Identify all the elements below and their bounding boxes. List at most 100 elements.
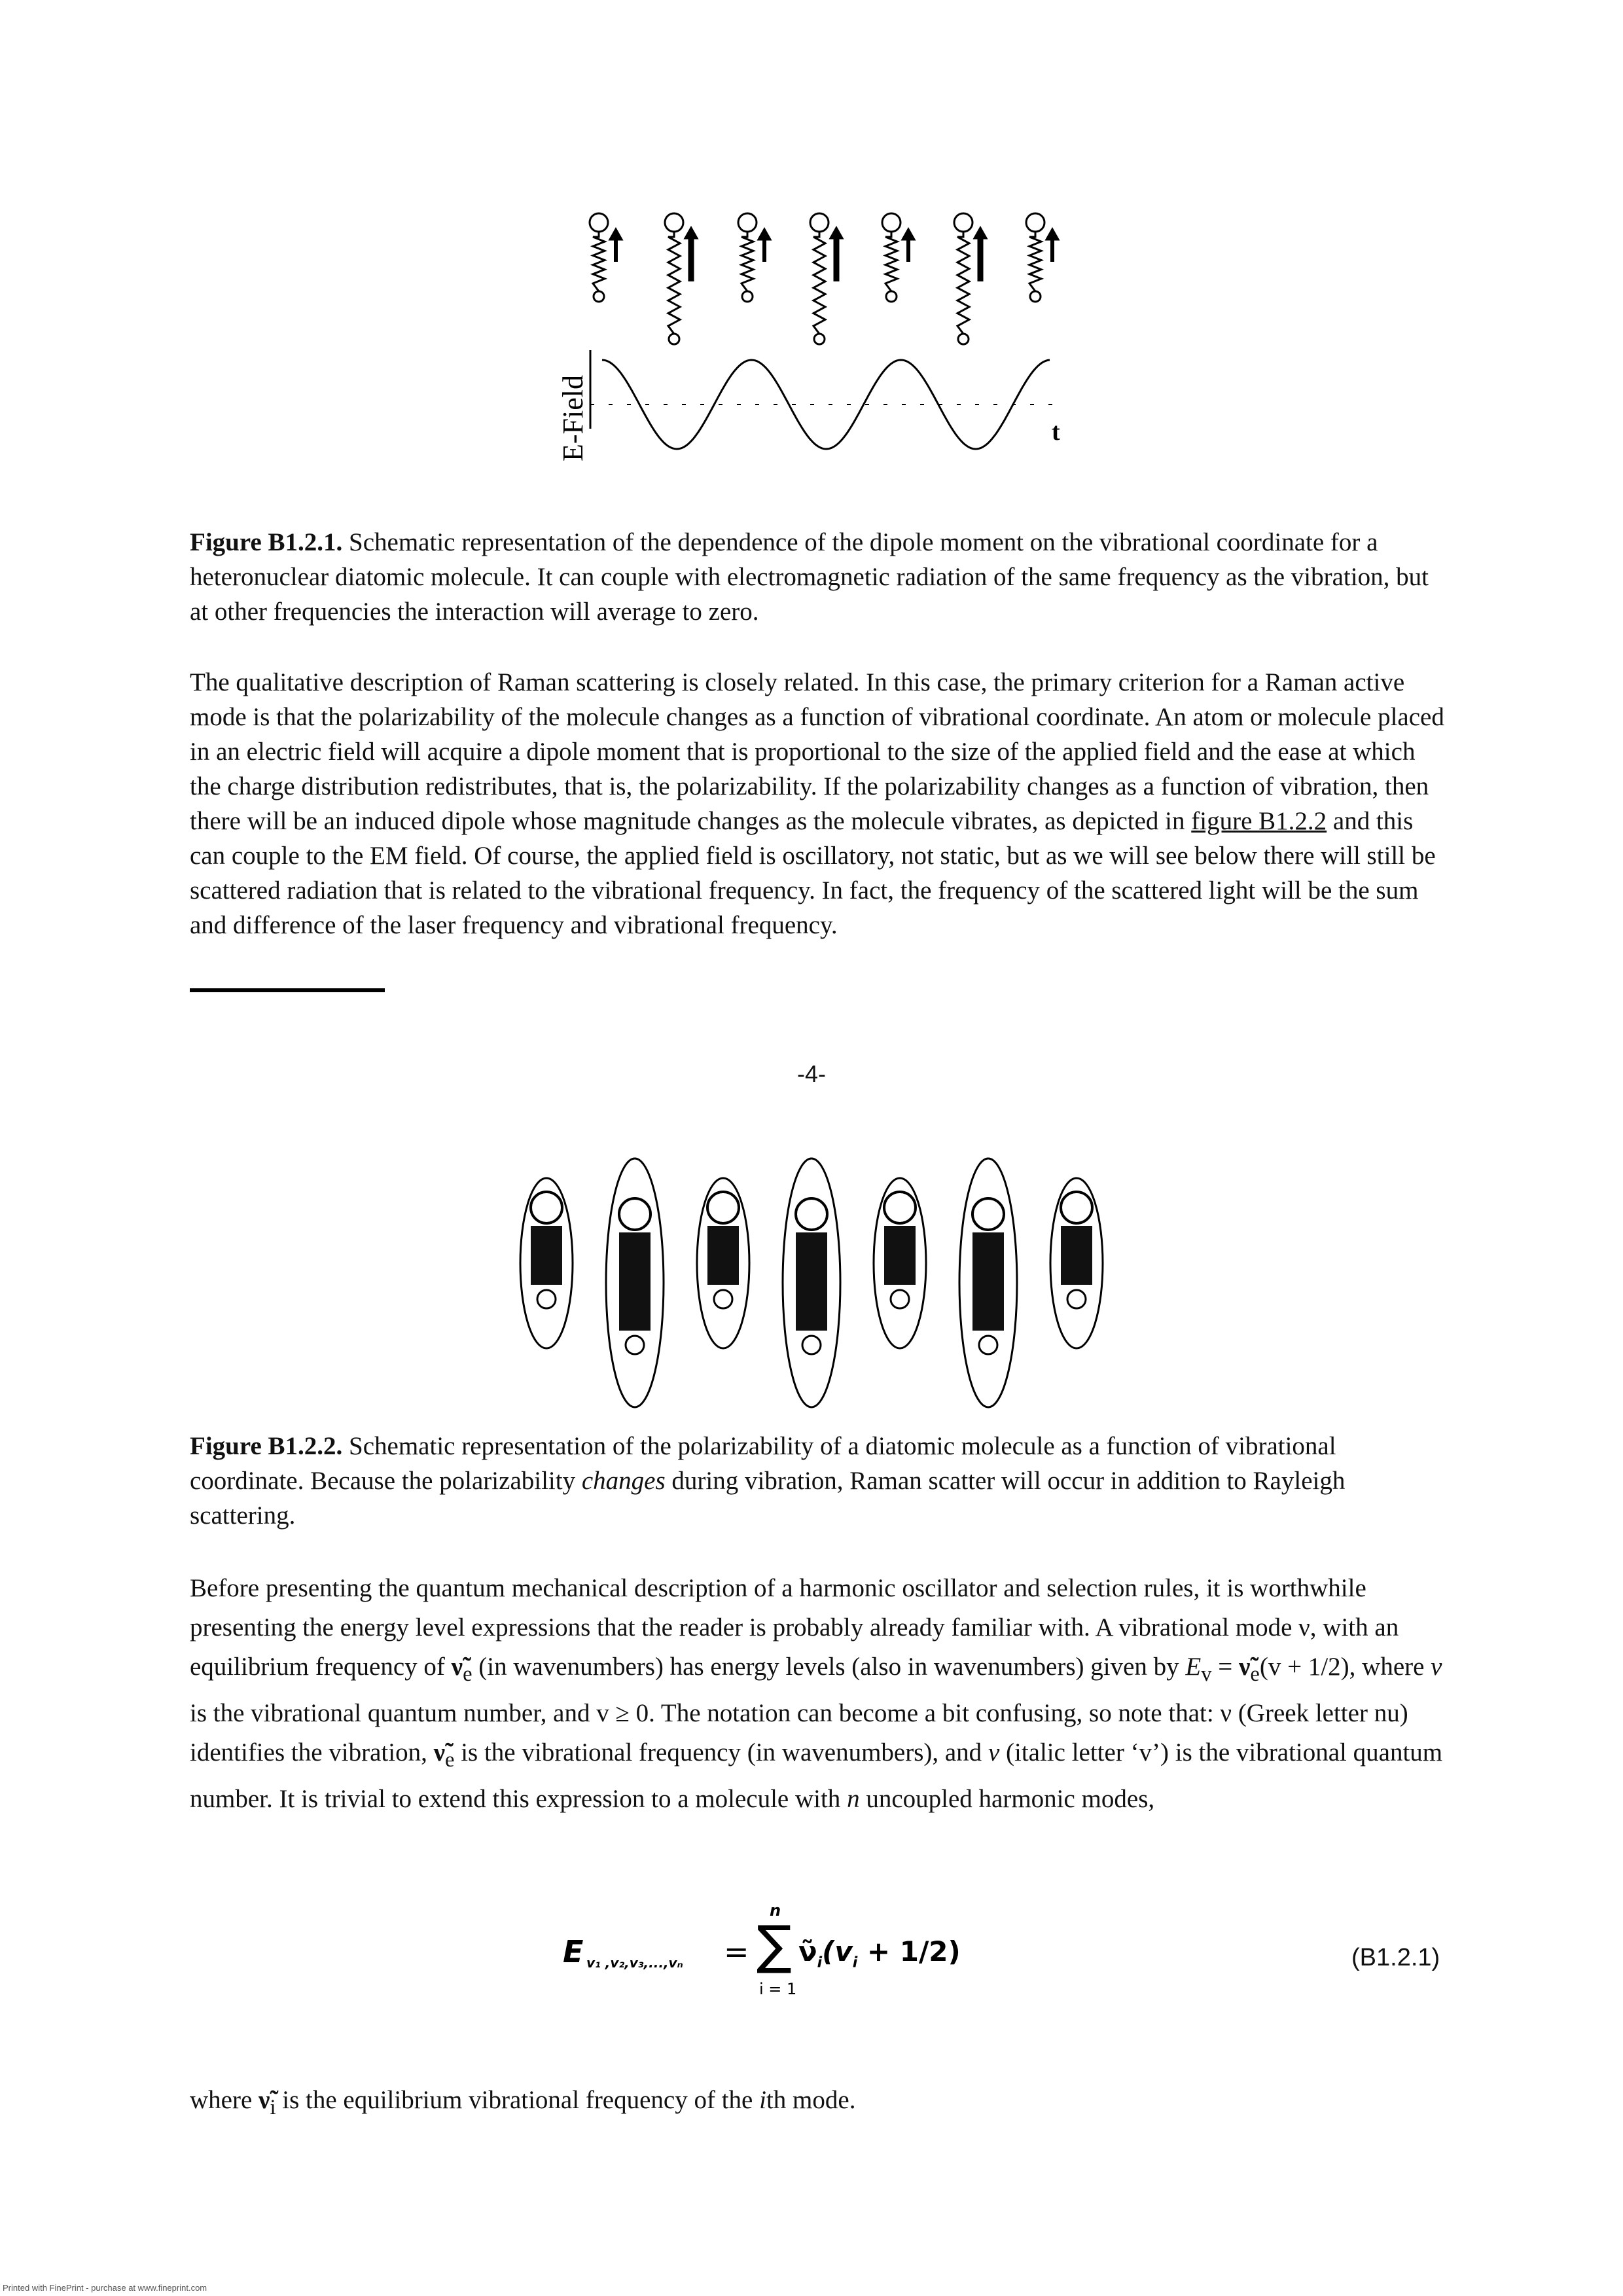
atom-large: [794, 1197, 829, 1231]
equation-lhs: E: [563, 1934, 584, 1969]
atom-small: [592, 290, 605, 303]
energy-text-1: Before presenting the quantum mechanical…: [190, 1574, 1399, 1681]
rhs-v-subscript: i: [852, 1954, 858, 1971]
raman-paragraph-text-2: and this can couple to the EM field. Of …: [190, 807, 1436, 939]
print-footer: Printed with FinePrint - purchase at www…: [3, 2283, 207, 2293]
figure-b1-2-2-caption-text-2: during vibration, Raman scatter will occ…: [190, 1467, 1346, 1530]
figure-b1-2-2-link[interactable]: figure B1.2.2: [1191, 807, 1327, 835]
polarizability-molecules: [519, 1157, 1104, 1408]
dipole-arrowhead: [608, 226, 624, 241]
bond-spring: [707, 1226, 739, 1285]
atom-large: [529, 1191, 563, 1225]
nu-tilde-symbol: ν̃: [433, 1738, 446, 1767]
bond-spring: [796, 1232, 827, 1331]
figure-b1-2-1-caption: Figure B1.2.1. Schematic representation …: [190, 525, 1450, 629]
bond-spring: [666, 232, 683, 334]
atom-small: [668, 332, 681, 346]
dipole-arrowhead: [1044, 226, 1060, 241]
energy-text-3: =: [1211, 1653, 1239, 1681]
atom-large: [881, 212, 902, 233]
energy-symbol: E: [1185, 1653, 1202, 1681]
atom-small: [957, 332, 970, 346]
dipole-molecule: [953, 212, 988, 346]
bond-spring: [811, 232, 828, 334]
figure-b1-2-2-caption-emph: changes: [581, 1467, 666, 1495]
dipole-molecule: [737, 212, 772, 303]
atom-small: [813, 332, 826, 346]
dipole-molecules: [588, 212, 1060, 346]
bond-spring: [531, 1226, 562, 1285]
atom-large: [971, 1197, 1005, 1231]
bond-spring: [972, 1232, 1004, 1331]
page-number: -4-: [797, 1060, 826, 1087]
nu-tilde-symbol: ν̃: [451, 1653, 463, 1681]
equation-rhs: ν̃i(vi + 1/2): [798, 1935, 961, 1971]
figure-b1-2-2: [519, 1157, 1104, 1408]
final-line: where ν̃i is the equilibrium vibrational…: [190, 2083, 1450, 2125]
bond-spring: [1026, 232, 1044, 292]
atom-large: [737, 212, 758, 233]
atom-large: [588, 212, 609, 233]
figure-b1-2-2-caption-text-1: Schematic representation of the polariza…: [190, 1432, 1336, 1495]
rhs-nu-symbol: ν̃: [798, 1935, 817, 1967]
polarizability-ellipsoid: [958, 1157, 1018, 1408]
dipole-arrowhead: [972, 225, 988, 240]
bond-spring: [590, 232, 608, 292]
dipole-molecule: [881, 212, 916, 303]
polarizability-ellipsoid: [872, 1177, 927, 1350]
sum-lower-limit: i = 1: [759, 1980, 797, 1998]
atom-large: [1060, 1191, 1094, 1225]
e-field-axis-label: E-Field: [557, 375, 589, 461]
bond-spring: [884, 1226, 916, 1285]
atom-small: [741, 290, 754, 303]
atom-small: [978, 1335, 999, 1355]
dipole-arrowhead: [757, 226, 772, 241]
rhs-nu-subscript: i: [817, 1954, 823, 1971]
polarizability-ellipsoid: [696, 1177, 751, 1350]
bond-spring: [1061, 1226, 1092, 1285]
polarizability-molecule: [1049, 1177, 1104, 1350]
dipole-molecule: [809, 212, 844, 346]
energy-text-7: (italic letter ‘v’) is the vibrational q…: [190, 1738, 1443, 1813]
energy-text-2: (in wavenumbers) has energy levels (also…: [472, 1653, 1186, 1681]
final-text-2: is the equilibrium vibrational frequency…: [276, 2086, 760, 2114]
atom-small: [885, 290, 898, 303]
polarizability-ellipsoid: [781, 1157, 842, 1408]
sum-symbol: ∑: [757, 1914, 792, 1975]
dipole-molecule: [664, 212, 699, 346]
polarizability-ellipsoid: [519, 1177, 574, 1350]
energy-text-4: (v + 1/2), where: [1259, 1653, 1431, 1681]
dipole-arrowhead: [683, 225, 699, 240]
figure-b1-2-1-caption-text: Schematic representation of the dependen…: [190, 528, 1429, 626]
atom-small: [1029, 290, 1042, 303]
polarizability-molecule: [519, 1177, 574, 1350]
atom-large: [809, 212, 830, 233]
dipole-molecule: [588, 212, 624, 303]
energy-text-5: is the vibrational quantum number, and v…: [190, 1698, 1408, 1767]
figure-b1-2-2-caption: Figure B1.2.2. Schematic representation …: [190, 1429, 1450, 1533]
figure-b1-2-1: E-Field t: [557, 212, 1060, 461]
atom-small: [624, 1335, 645, 1355]
atom-large: [1025, 212, 1046, 233]
bond-spring: [619, 1232, 651, 1331]
energy-text-6: is the vibrational frequency (in wavenum…: [454, 1738, 988, 1767]
footnote-divider: [190, 988, 385, 992]
mode-count-symbol: n: [847, 1784, 860, 1813]
atom-small: [889, 1289, 910, 1310]
equation-number: (B1.2.1): [1351, 1944, 1440, 1971]
energy-text-8: uncoupled harmonic modes,: [859, 1784, 1155, 1813]
energy-subscript: v: [1201, 1662, 1212, 1686]
atom-small: [536, 1289, 557, 1310]
dipole-arrowhead: [901, 226, 916, 241]
dipole-arrowhead: [829, 225, 844, 240]
mode-index-symbol: i: [759, 2086, 766, 2114]
atom-large: [883, 1191, 917, 1225]
atom-large: [706, 1191, 740, 1225]
atom-large: [618, 1197, 652, 1231]
raman-paragraph: The qualitative description of Raman sca…: [190, 665, 1450, 942]
time-axis-label: t: [1052, 418, 1060, 446]
nu-subscript: e: [1250, 1662, 1260, 1686]
nu-subscript: e: [445, 1748, 455, 1772]
quantum-number-symbol: v: [1431, 1653, 1442, 1681]
